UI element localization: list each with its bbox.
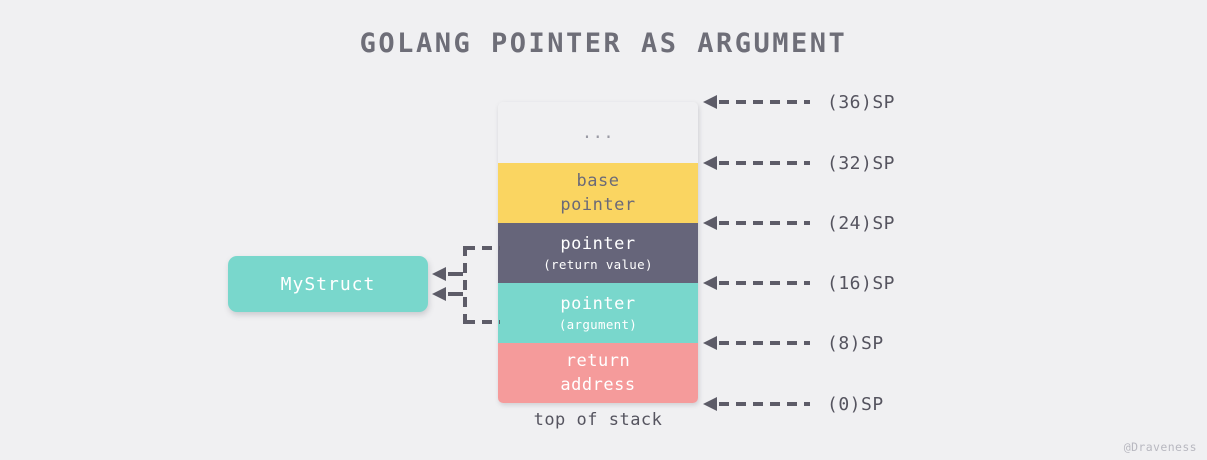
- stack-cell-base-pointer-line2: pointer: [560, 195, 636, 215]
- dashed-shaft-36: [719, 100, 810, 104]
- stack-cell-return-address: return address: [498, 343, 698, 403]
- bracket-lower-stub: [448, 292, 463, 296]
- dashed-shaft-8: [719, 341, 810, 345]
- pointer-bracket-connector: [432, 240, 502, 330]
- arrowhead-icon-24: [703, 216, 717, 230]
- stack-cell-ellipsis-label: ...: [581, 122, 615, 143]
- stack-cell-argument-pointer-line1: pointer: [560, 294, 636, 314]
- stack-cell-argument-pointer: pointer (argument): [498, 283, 698, 343]
- stack-cell-return-address-line1: return: [565, 351, 631, 371]
- sp-label-24: (24)SP: [827, 212, 896, 234]
- sp-marker-32: (32)SP: [703, 152, 1013, 174]
- sp-label-0: (0)SP: [827, 393, 884, 415]
- dashed-shaft-16: [719, 281, 810, 285]
- sp-arrow-icon-0: [703, 397, 810, 411]
- sp-label-8: (8)SP: [827, 332, 884, 354]
- mystruct-box: MyStruct: [228, 256, 428, 312]
- bracket-top-segment: [465, 246, 500, 250]
- bracket-upper-stub: [448, 272, 463, 276]
- bracket-vertical-segment: [463, 246, 467, 324]
- page-title: GOLANG POINTER AS ARGUMENT: [359, 28, 848, 59]
- stack-cell-base-pointer: base pointer: [498, 163, 698, 223]
- sp-marker-16: (16)SP: [703, 272, 1013, 294]
- arrowhead-icon-upper: [432, 267, 446, 281]
- stack-cell-argument-pointer-sub: (argument): [558, 317, 638, 332]
- sp-marker-36: (36)SP: [703, 91, 1013, 113]
- sp-label-32: (32)SP: [827, 152, 896, 174]
- stack-cell-return-pointer: pointer (return value): [498, 223, 698, 283]
- sp-marker-0: (0)SP: [703, 393, 1013, 415]
- mystruct-label: MyStruct: [280, 273, 376, 295]
- dashed-shaft-24: [719, 221, 810, 225]
- arrowhead-icon-36: [703, 95, 717, 109]
- sp-arrow-icon-24: [703, 216, 810, 230]
- sp-arrow-icon-16: [703, 276, 810, 290]
- stack-cell-base-pointer-line1: base: [576, 171, 620, 191]
- arrowhead-icon-32: [703, 156, 717, 170]
- dashed-shaft-32: [719, 161, 810, 165]
- arrowhead-icon-0: [703, 397, 717, 411]
- sp-label-36: (36)SP: [827, 91, 896, 113]
- top-of-stack-caption: top of stack: [533, 410, 663, 430]
- watermark: @Draveness: [1123, 440, 1197, 454]
- stack-cell-return-pointer-line1: pointer: [560, 234, 636, 254]
- dashed-shaft-0: [719, 402, 810, 406]
- bracket-bottom-segment: [465, 320, 500, 324]
- sp-marker-24: (24)SP: [703, 212, 1013, 234]
- arrowhead-icon-lower: [432, 287, 446, 301]
- sp-arrow-icon-8: [703, 336, 810, 350]
- arrowhead-icon-16: [703, 276, 717, 290]
- stack-cell-return-address-line2: address: [560, 375, 636, 395]
- sp-arrow-icon-36: [703, 95, 810, 109]
- sp-arrow-icon-32: [703, 156, 810, 170]
- stack-cell-ellipsis: ...: [498, 102, 698, 163]
- sp-label-16: (16)SP: [827, 272, 896, 294]
- sp-marker-8: (8)SP: [703, 332, 1013, 354]
- arrowhead-icon-8: [703, 336, 717, 350]
- stack-cell-return-pointer-sub: (return value): [543, 257, 653, 272]
- stack-frame: ... base pointer pointer (return value) …: [498, 102, 698, 403]
